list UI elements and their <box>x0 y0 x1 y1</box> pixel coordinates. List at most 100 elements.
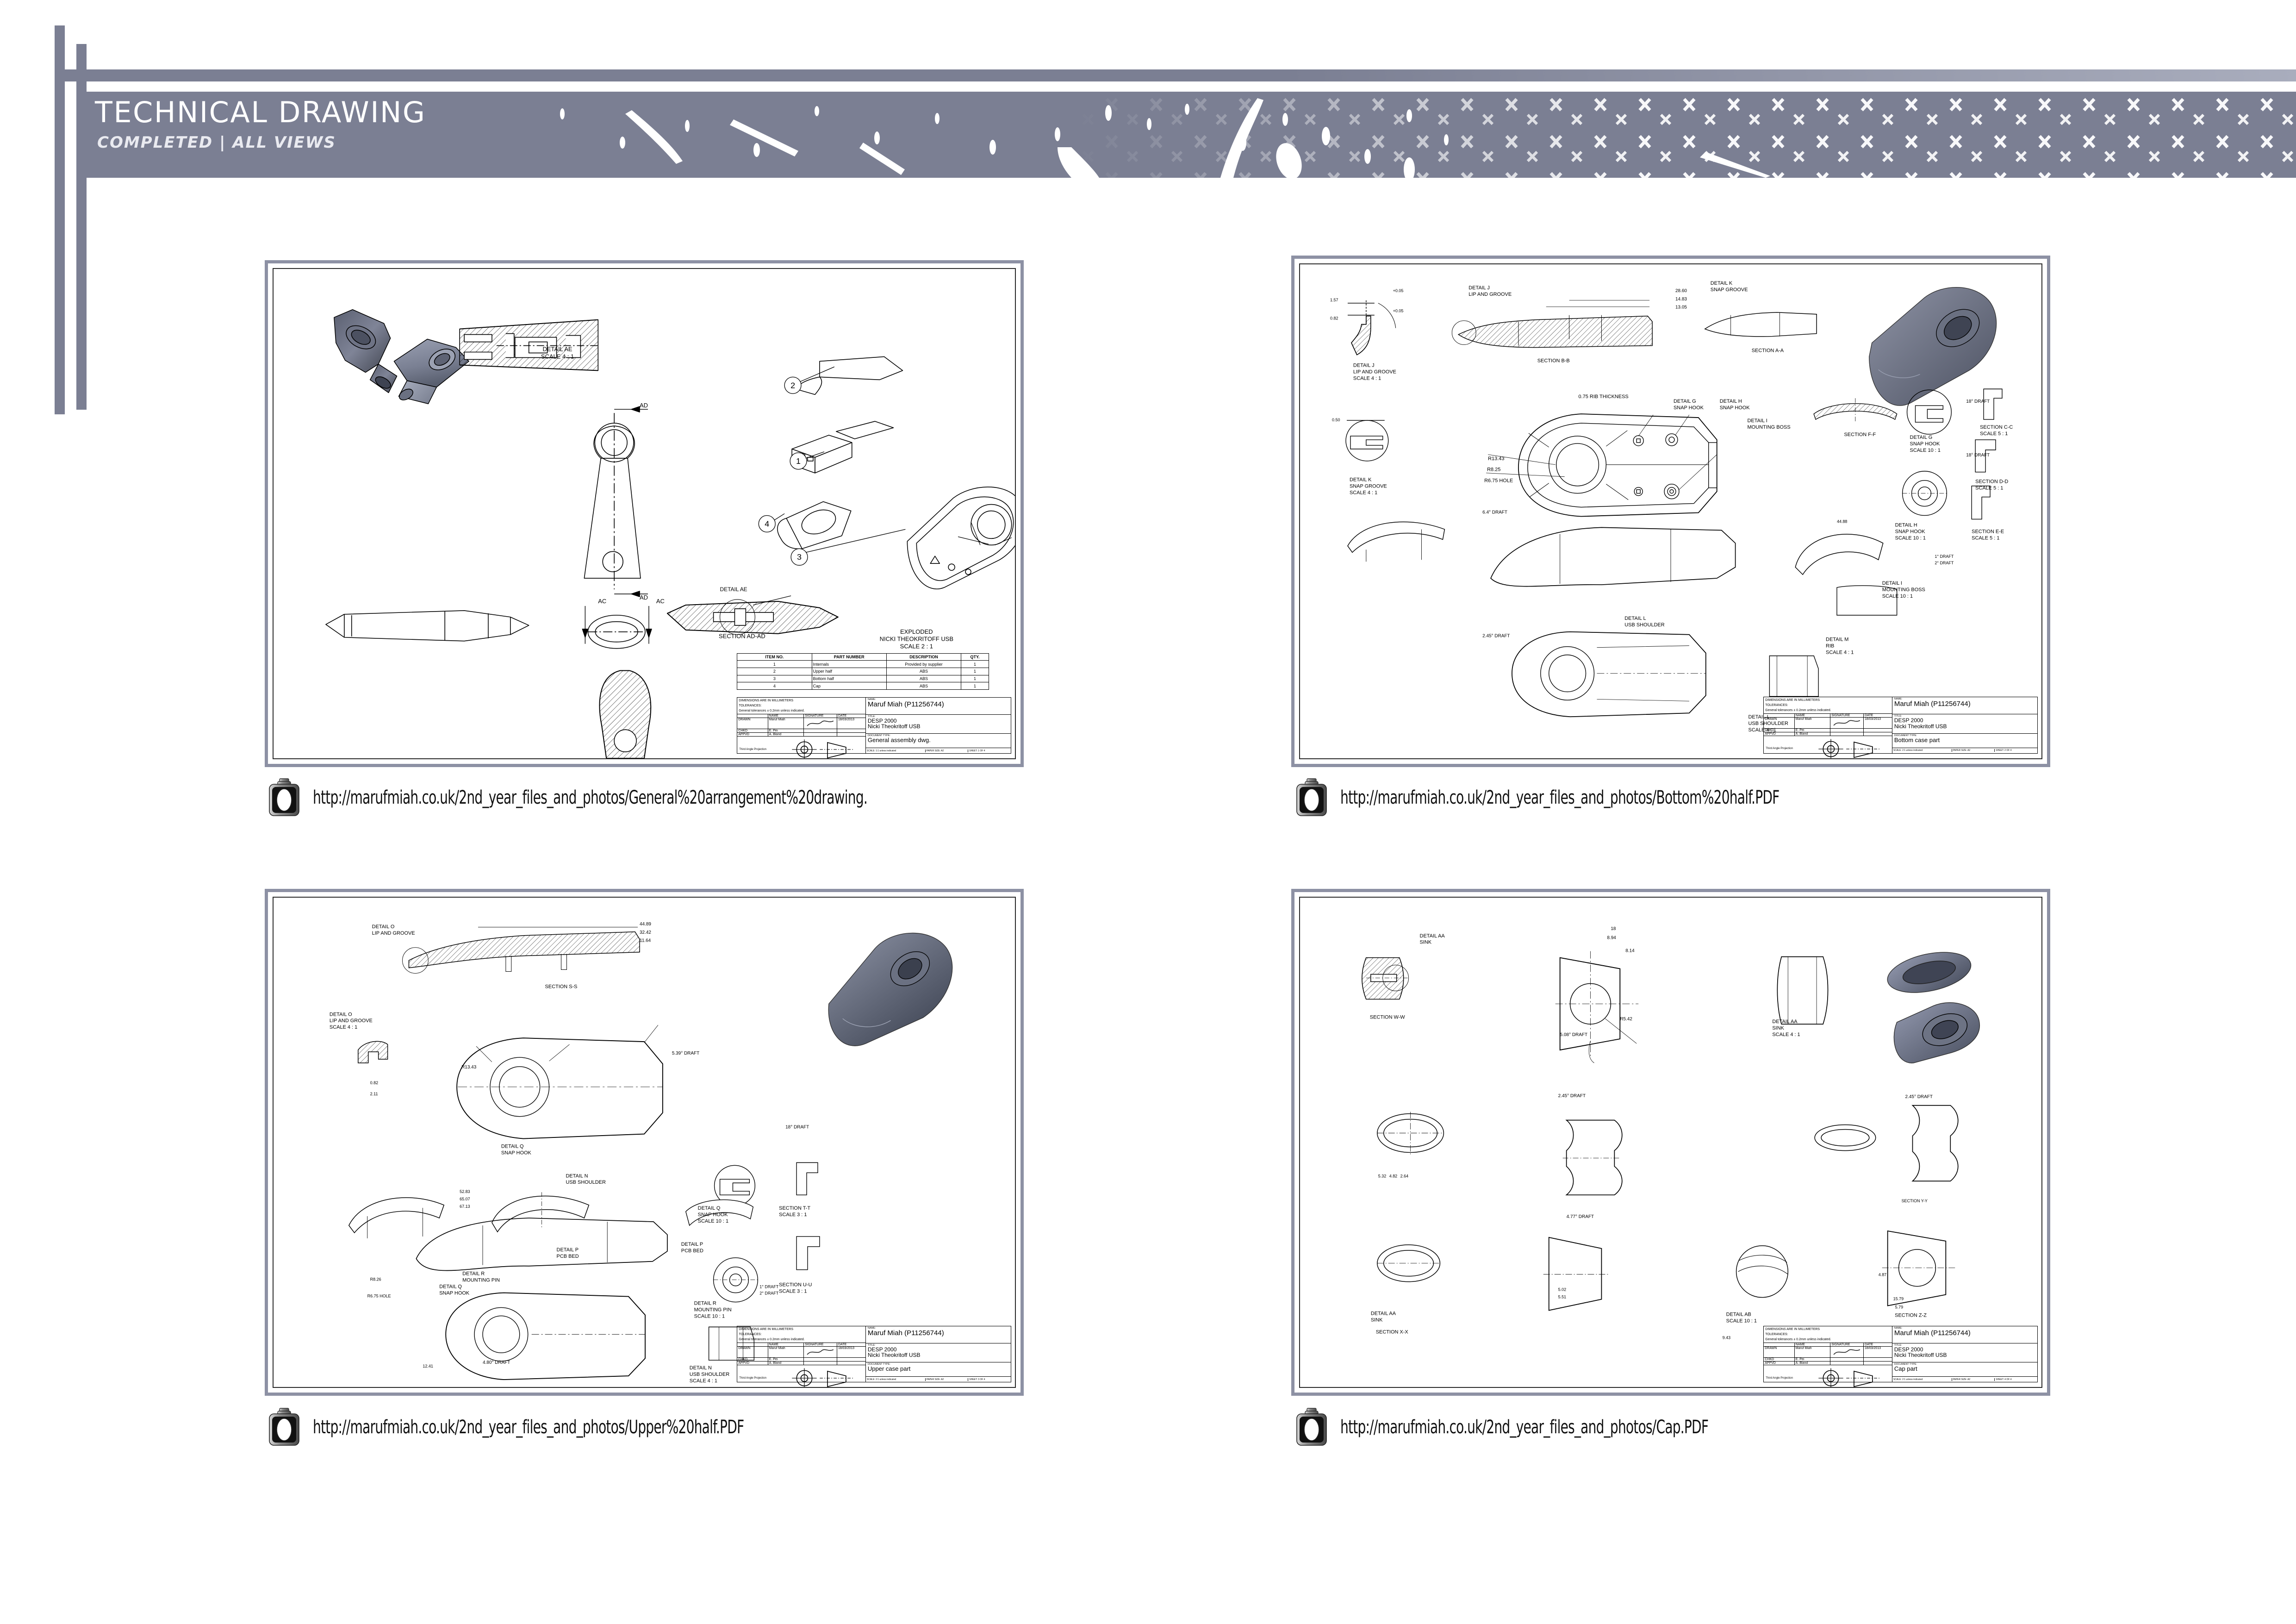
page-subtitle: COMPLETED | ALL VIEWS <box>97 133 336 152</box>
third-angle-projection-symbol <box>1818 739 1880 758</box>
section-f-f <box>1813 398 1898 424</box>
camera-icon <box>1296 778 1327 816</box>
section-z-z-view <box>1882 1230 1955 1306</box>
row-chkd: CHKD <box>1764 729 1795 732</box>
section-ad-ad-view <box>666 595 839 635</box>
section-w-w <box>1362 957 1409 1000</box>
doctype-label: DOCUMENT TYPE: <box>867 734 890 737</box>
svg-text:65.07: 65.07 <box>460 1197 470 1201</box>
svg-text:SCALE 10 : 1: SCALE 10 : 1 <box>694 1313 725 1319</box>
author-name: Maruf Miah (P11256744) <box>867 1329 944 1337</box>
scale-note: SCALE: 2:1 unless indicated <box>1892 1378 1952 1381</box>
svg-text:8.94: 8.94 <box>1607 936 1616 941</box>
title-block: DIMENSIONS ARE IN MILLIMETERS TOLERANCES… <box>1763 696 2038 758</box>
svg-text:SCALE 10 : 1: SCALE 10 : 1 <box>1895 535 1926 541</box>
cell-qty: 1 <box>961 660 989 668</box>
drawing-plate-general-arrangement[interactable]: 2 1 4 3 DETAIL AE SCALE 4 : 1 AD AD <box>265 260 1024 767</box>
doctype-label: DOCUMENT TYPE: <box>1894 734 1917 737</box>
document-type: Cap part <box>1894 1365 1917 1373</box>
section-a-a <box>1704 312 1817 337</box>
svg-text:SECTION Y-Y: SECTION Y-Y <box>1902 1199 1928 1203</box>
svg-text:DETAIL AA: DETAIL AA <box>1420 933 1445 939</box>
svg-text:SCALE 3 : 1: SCALE 3 : 1 <box>779 1212 807 1218</box>
title-label: TITLE: <box>1894 1343 1902 1347</box>
col-date: DATE <box>838 714 847 718</box>
svg-text:4.80° DRAFT: 4.80° DRAFT <box>483 1360 510 1365</box>
detail-l-usb-shoulder <box>1769 655 1819 697</box>
lower-plan-view <box>1512 631 1706 718</box>
svg-text:DETAIL AE: DETAIL AE <box>720 586 747 593</box>
svg-text:SCALE 5 : 1: SCALE 5 : 1 <box>1972 535 1999 541</box>
svg-text:DETAIL AE: DETAIL AE <box>542 345 572 352</box>
caption-general-arrangement[interactable]: http://marufmiah.co.uk/2nd_year_files_an… <box>268 778 1024 818</box>
drawn-name: Maruf Miah <box>768 718 804 729</box>
svg-text:SECTION F-F: SECTION F-F <box>1844 432 1876 437</box>
row-drawn: DRAWN <box>1764 1347 1795 1358</box>
cell-part: Bottom half <box>811 675 887 683</box>
caption-link[interactable]: http://marufmiah.co.uk/2nd_year_files_an… <box>1340 1417 1709 1438</box>
title-label: TITLE: <box>867 1343 876 1347</box>
table-row: 2 Upper half ABS 1 <box>737 668 989 675</box>
sheet-number: SHEET: 3 OF 4 <box>969 1378 985 1381</box>
end-profile-upper <box>348 1197 445 1238</box>
title-block: DIMENSIONS ARE IN MILLIMETERS TOLERANCES… <box>737 1325 1011 1387</box>
end-elevation-view <box>582 606 652 649</box>
svg-text:USB SHOULDER: USB SHOULDER <box>1624 622 1665 628</box>
paint-splatter-pattern <box>76 92 2296 178</box>
caption-link[interactable]: http://marufmiah.co.uk/2nd_year_files_an… <box>313 787 868 808</box>
iso-upper-half-render <box>828 932 953 1046</box>
svg-text:DETAIL K: DETAIL K <box>1711 281 1733 286</box>
svg-text:SCALE 4 : 1: SCALE 4 : 1 <box>1826 650 1854 656</box>
caption-link[interactable]: http://marufmiah.co.uk/2nd_year_files_an… <box>1340 787 1780 808</box>
svg-text:SNAP HOOK: SNAP HOOK <box>1674 405 1704 411</box>
author-name: Maruf Miah (P11256744) <box>1894 700 1971 708</box>
chkd-name: E. Pei <box>1795 729 1831 732</box>
svg-text:SECTION D-D: SECTION D-D <box>1975 479 2008 485</box>
drawing-title-line2: Nicki Theokritoff USB <box>867 723 921 730</box>
section-d-d-profile <box>1975 439 1996 473</box>
svg-text:SCALE 4 : 1: SCALE 4 : 1 <box>330 1024 357 1030</box>
svg-text:SCALE 4 : 1: SCALE 4 : 1 <box>1772 1032 1800 1037</box>
parts-table-header-row: ITEM NO. PART NUMBER DESCRIPTION QTY. <box>737 653 989 661</box>
svg-text:R6.75 HOLE: R6.75 HOLE <box>367 1294 391 1299</box>
svg-text:USB SHOULDER: USB SHOULDER <box>690 1372 730 1377</box>
svg-text:SINK: SINK <box>1772 1025 1784 1031</box>
svg-text:SINK: SINK <box>1371 1317 1383 1323</box>
caption-cap[interactable]: http://marufmiah.co.uk/2nd_year_files_an… <box>1295 1407 1812 1447</box>
cap-oval-section <box>1814 1124 1876 1151</box>
sheet-number: SHEET: 4 OF 4 <box>1996 1378 2012 1381</box>
col-date: DATE <box>1865 713 1873 717</box>
svg-text:0.82: 0.82 <box>370 1081 378 1085</box>
end-section-view <box>1795 534 1884 575</box>
svg-text:44.89: 44.89 <box>640 922 651 927</box>
caption-upper-half[interactable]: http://marufmiah.co.uk/2nd_year_files_an… <box>268 1407 865 1447</box>
svg-text:SNAP GROOVE: SNAP GROOVE <box>1350 484 1387 489</box>
svg-text:1.57: 1.57 <box>1330 298 1338 302</box>
iso-bottom-half-render <box>1869 287 1997 406</box>
cap-oval-plan <box>1377 1112 1444 1156</box>
drawn-name: Maruf Miah <box>1795 717 1831 729</box>
caption-bottom-half[interactable]: http://marufmiah.co.uk/2nd_year_files_an… <box>1295 778 1903 818</box>
svg-text:SINK: SINK <box>1420 940 1432 945</box>
svg-text:13.05: 13.05 <box>1675 305 1687 310</box>
title-block: DIMENSIONS ARE IN MILLIMETERS TOLERANCES… <box>1763 1325 2038 1387</box>
drawn-date: 18/03/2013 <box>838 718 855 722</box>
signature-mark <box>804 1347 838 1358</box>
svg-text:9.43: 9.43 <box>1723 1335 1730 1340</box>
svg-text:SCALE 10 : 1: SCALE 10 : 1 <box>698 1218 728 1224</box>
page-header: TECHNICAL DRAWING COMPLETED | ALL VIEWS <box>0 0 2296 414</box>
sheet-number: SHEET: 1 OF 4 <box>969 749 985 752</box>
row-appvd: APPVD <box>1764 732 1795 736</box>
svg-text:MOUNTING PIN: MOUNTING PIN <box>694 1307 732 1312</box>
tolerances-note: General tolerances ± 0.2mm unless indica… <box>739 1337 805 1341</box>
svg-text:2.45° DRAFT: 2.45° DRAFT <box>1482 634 1510 639</box>
svg-text:SECTION S-S: SECTION S-S <box>545 984 578 989</box>
row-appvd: APPVD <box>737 733 768 737</box>
caption-link[interactable]: http://marufmiah.co.uk/2nd_year_files_an… <box>313 1417 744 1438</box>
cad-drawing-general-arrangement: 2 1 4 3 DETAIL AE SCALE 4 : 1 AD AD <box>325 309 1015 758</box>
svg-text:SECTION Z-Z: SECTION Z-Z <box>1895 1312 1927 1318</box>
